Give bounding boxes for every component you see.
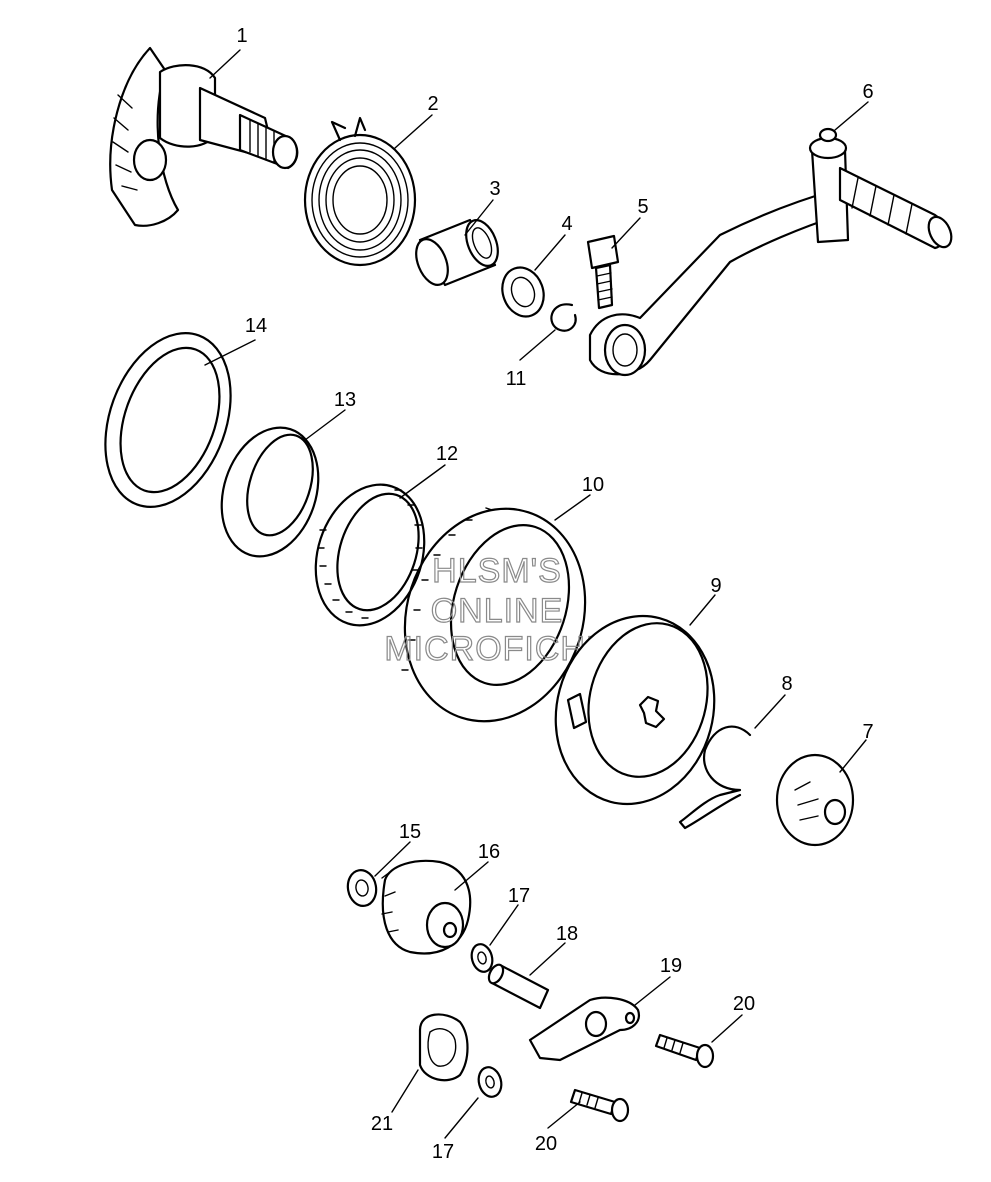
callout-4: 4: [561, 213, 572, 235]
callout-labels: 1 2 3 4 5 6 7 8 9 10 11 12 13 14 15 16 1…: [236, 25, 873, 1163]
callout-1: 1: [236, 25, 247, 47]
callout-20-lower: 20: [535, 1133, 557, 1155]
callout-19: 19: [660, 955, 682, 977]
callout-7: 7: [862, 721, 873, 743]
part-5-bolt: [586, 234, 620, 310]
callout-18: 18: [556, 923, 578, 945]
callout-5: 5: [637, 196, 648, 218]
part-6-kick-lever: [588, 127, 953, 377]
part-8-clip: [678, 725, 752, 830]
callout-21: 21: [371, 1113, 393, 1135]
part-19-lever: [528, 996, 640, 1062]
part-14-ring: [104, 332, 232, 508]
callout-13: 13: [334, 389, 356, 411]
part-17-washer-lower: [477, 1066, 503, 1098]
callout-6: 6: [862, 81, 873, 103]
part-1-kick-shaft: [109, 46, 299, 227]
callout-16: 16: [478, 841, 500, 863]
part-3-collar: [415, 218, 499, 287]
callout-15: 15: [399, 821, 421, 843]
callout-14: 14: [245, 315, 267, 337]
part-16-gear: [381, 859, 472, 955]
callout-8: 8: [781, 673, 792, 695]
callout-2: 2: [427, 93, 438, 115]
part-18-pin: [487, 963, 550, 1010]
part-4-washer: [501, 266, 545, 318]
callout-17-upper: 17: [508, 885, 530, 907]
part-2-spring: [303, 116, 417, 267]
callout-20-upper: 20: [733, 993, 755, 1015]
callout-11: 11: [506, 368, 527, 390]
part-17-washer-upper: [470, 943, 494, 973]
part-15-washer: [346, 869, 378, 907]
callout-17-lower: 17: [432, 1141, 454, 1163]
watermark-line-1: HLSM'S: [432, 552, 562, 590]
part-21-gasket: [418, 1013, 469, 1082]
watermark: HLSM'S ONLINE MICROFICHE: [384, 551, 610, 668]
part-20-screw-upper: [654, 1033, 715, 1069]
part-10-ring-gear: [401, 507, 587, 723]
callout-12: 12: [436, 443, 458, 465]
callout-9: 9: [710, 575, 721, 597]
part-20-screw-lower: [569, 1088, 630, 1123]
callout-10: 10: [582, 474, 604, 496]
callout-3: 3: [489, 178, 500, 200]
part-7-guide: [775, 753, 855, 847]
part-11-circlip: [550, 303, 577, 332]
watermark-line-2: ONLINE: [431, 592, 564, 630]
part-13-bushing: [220, 426, 320, 558]
part-12-bearing: [314, 483, 426, 627]
part-9-plate: [554, 614, 716, 806]
leader-lines: [204, 49, 869, 1139]
